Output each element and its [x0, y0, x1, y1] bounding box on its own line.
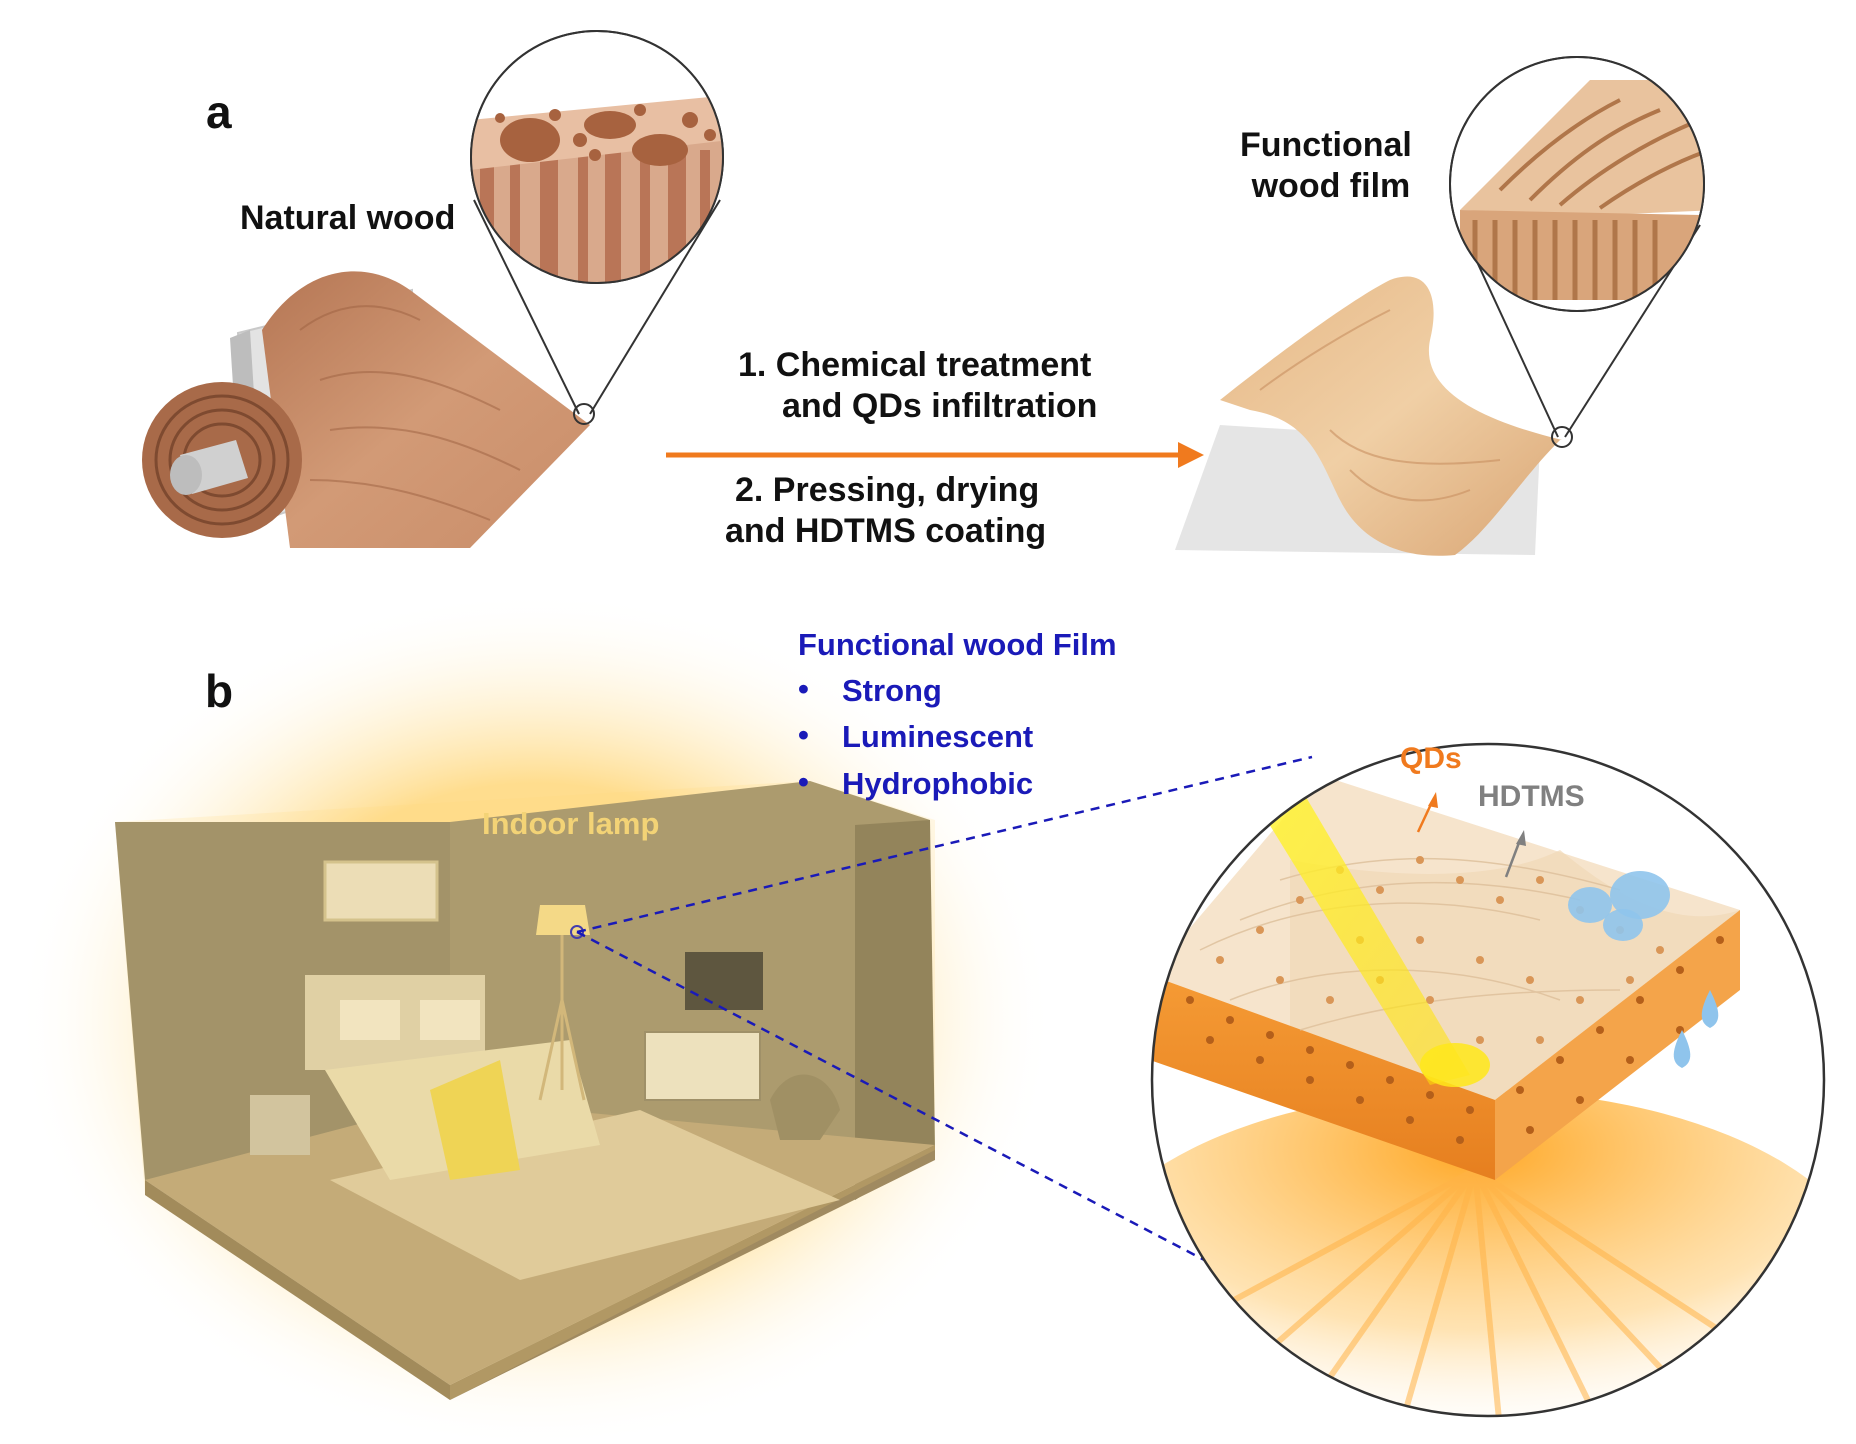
functional-film-line-2: wood film: [1250, 166, 1412, 207]
step-1-line-1: 1. Chemical treatment: [738, 345, 1097, 386]
property-strong: Strong: [798, 672, 1117, 709]
natural-wood-label: Natural wood: [240, 198, 455, 239]
qds-label: QDs: [1400, 741, 1462, 777]
functional-film-zoom: [1450, 57, 1720, 447]
film-title: Functional wood Film: [798, 626, 1117, 663]
hdtms-label: HDTMS: [1478, 779, 1585, 815]
step-2-label: 2. Pressing, drying and HDTMS coating: [725, 470, 1046, 552]
functional-film-line-1: Functional: [1240, 125, 1412, 166]
step-2-line-1: 2. Pressing, drying: [735, 470, 1046, 511]
natural-wood-roll: [142, 271, 590, 548]
step-2-line-2: and HDTMS coating: [725, 511, 1046, 552]
step-1-label: 1. Chemical treatment and QDs infiltrati…: [738, 345, 1097, 427]
process-arrow: [666, 442, 1204, 468]
indoor-lamp-label: Indoor lamp: [482, 805, 659, 842]
property-luminescent: Luminescent: [798, 718, 1117, 755]
property-hydrophobic: Hydrophobic: [798, 765, 1117, 802]
step-1-line-2: and QDs infiltration: [782, 386, 1097, 427]
panel-label-a: a: [206, 85, 232, 140]
functional-film-label: Functional wood film: [1240, 125, 1412, 207]
panel-label-b: b: [205, 664, 233, 719]
properties-block: Functional wood Film Strong Luminescent …: [798, 626, 1117, 802]
property-list: Strong Luminescent Hydrophobic: [798, 672, 1117, 802]
film-closeup: [1075, 744, 1856, 1444]
